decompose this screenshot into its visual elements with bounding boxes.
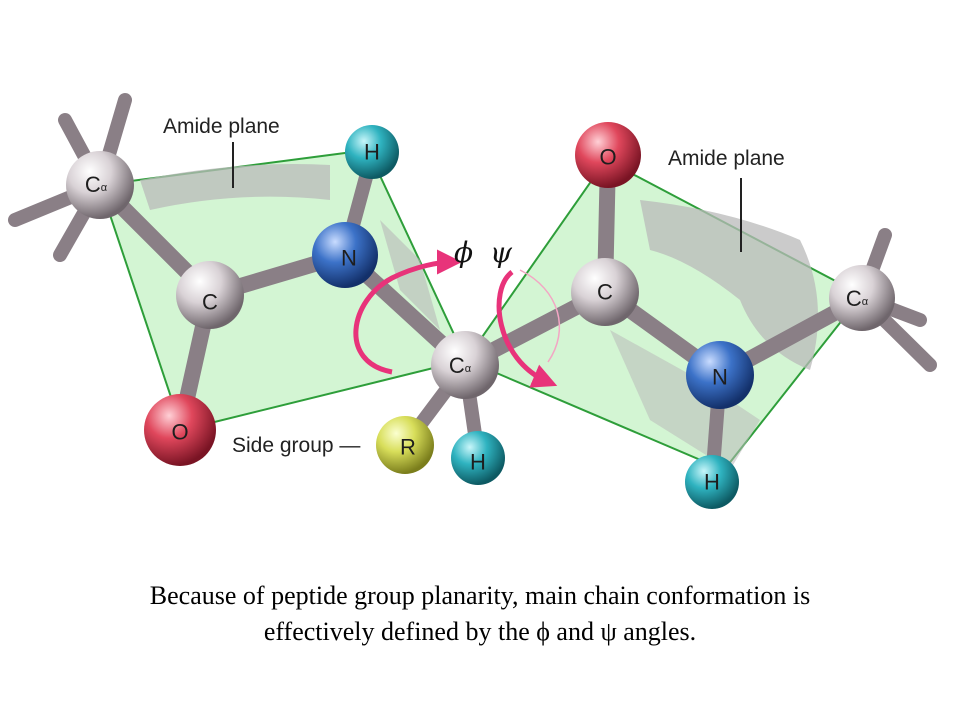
atom-h-left: H [345,125,399,179]
atom-n-left: N [312,222,378,288]
svg-text:C: C [202,290,218,315]
svg-text:C: C [597,280,613,305]
atom-ca-left: Cα [66,151,134,219]
atom-h-center: H [451,431,505,485]
psi-rotation-arrow-back [519,269,561,363]
atom-c-left: C [176,261,244,329]
atom-n-right: N [686,341,754,409]
atom-ca-right: Cα [829,265,895,331]
caption: Because of peptide group planarity, main… [60,578,900,650]
atom-o-left: O [144,394,216,466]
shadow-left-lower [380,220,440,330]
svg-text:N: N [341,246,357,271]
shadow-right [640,200,818,370]
atom-r-group: R [376,416,434,474]
svg-text:R: R [400,435,416,460]
atom-h-right: H [685,455,739,509]
phi-rotation-arrow [353,249,462,375]
psi-rotation-arrow [496,270,558,388]
psi-symbol: ψ [490,236,513,269]
atom-ca-center: Cα [431,331,499,399]
shadow-left [140,164,330,210]
svg-text:Cα: Cα [449,353,472,378]
svg-text:H: H [364,140,380,165]
atom-c-right: C [571,258,639,326]
svg-text:O: O [171,420,188,445]
peptide-diagram: Cα C O H N R Cα H O C N H [8,93,937,509]
side-group-label: Side group — [232,434,360,457]
svg-text:N: N [712,365,728,390]
caption-line-1: Because of peptide group planarity, main… [149,581,811,610]
svg-text:H: H [470,450,486,475]
svg-text:O: O [599,145,616,170]
svg-text:Cα: Cα [85,172,108,197]
svg-text:H: H [704,470,720,495]
amide-plane-right-label: Amide plane [668,147,785,170]
atom-o-right: O [575,122,641,188]
svg-text:Cα: Cα [846,286,869,311]
phi-symbol: ϕ [454,236,473,269]
caption-line-2: effectively defined by the ϕ and ψ angle… [263,617,697,646]
amide-plane-left-label: Amide plane [163,115,280,138]
